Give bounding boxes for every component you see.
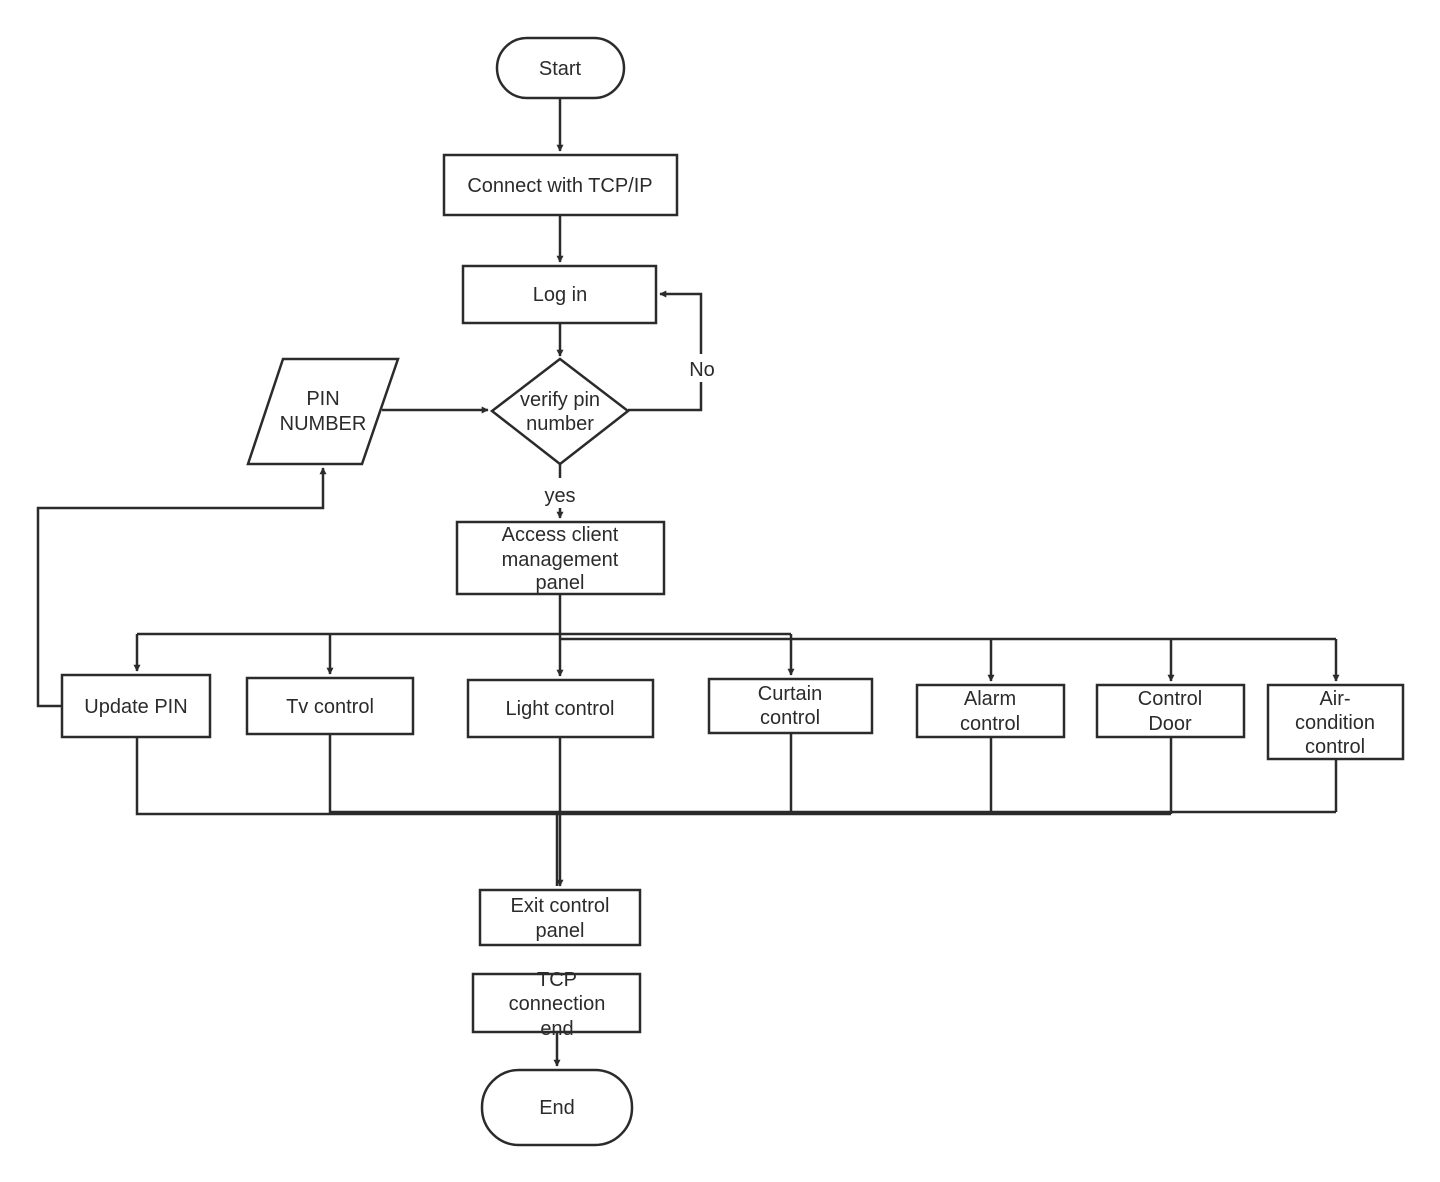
aircon-label-line-3: control [1305,736,1365,758]
light-control-label: Light control [506,698,615,720]
pin-label-line-1: PIN [306,388,339,410]
curtain-label-line-2: control [760,707,820,729]
return-bus-left [135,737,1171,816]
verify-label-line-2: number [526,413,594,435]
edge-update-pin [36,467,327,708]
login-label: Log in [533,284,588,306]
update-pin-label: Update PIN [84,696,187,718]
curtain-control-node: Curtain control [707,677,874,735]
verify-label-line-1: verify pin [520,389,600,411]
tcp-end-label-line-2: connection [509,993,606,1015]
access-label-line-1: Access client [502,524,619,546]
connect-node: Connect with TCP/IP [442,153,679,217]
start-label: Start [539,58,582,80]
access-node: Access client management panel [455,520,666,596]
tv-control-label: Tv control [286,696,374,718]
update-pin-node: Update PIN [60,673,212,739]
start-node: Start [495,36,626,100]
edge-verify-login-no [628,290,703,412]
end-node: End [480,1068,634,1147]
access-label-line-3: panel [536,572,585,594]
login-node: Log in [461,264,658,325]
tcp-end-label-line-3: end [540,1018,573,1040]
door-label-line-2: Door [1148,713,1192,735]
pin-number-node: PIN NUMBER [246,357,400,466]
connect-label: Connect with TCP/IP [467,175,652,197]
control-door-node: Control Door [1095,683,1246,739]
alarm-control-node: Alarm control [915,683,1066,739]
exit-node: Exit control panel [478,888,642,947]
access-label-line-2: management [502,549,619,571]
pin-label-line-2: NUMBER [280,413,367,435]
alarm-label-line-2: control [960,713,1020,735]
aircon-label-line-2: condition [1295,712,1375,734]
light-control-node: Light control [466,678,655,739]
verify-node: verify pin number [489,357,631,466]
tcp-end-label-line-1: TCP [537,969,577,991]
aircon-control-node: Air- condition control [1266,683,1405,761]
exit-label-line-2: panel [536,920,585,942]
aircon-label-line-1: Air- [1319,688,1350,710]
tcp-end-node: TCP connection end [471,969,642,1040]
exit-label-line-1: Exit control [511,895,610,917]
nodes: Start Connect with TCP/IP Log in PIN NUM… [60,36,1405,1147]
end-label: End [539,1097,575,1119]
tv-control-node: Tv control [245,676,415,736]
curtain-label-line-1: Curtain [758,683,822,705]
door-label-line-1: Control [1138,688,1202,710]
edges [36,98,1340,1067]
yes-label: yes [544,485,575,507]
alarm-label-line-1: Alarm [964,688,1016,710]
edge-labels: No yes [540,354,720,507]
no-label: No [689,359,715,381]
